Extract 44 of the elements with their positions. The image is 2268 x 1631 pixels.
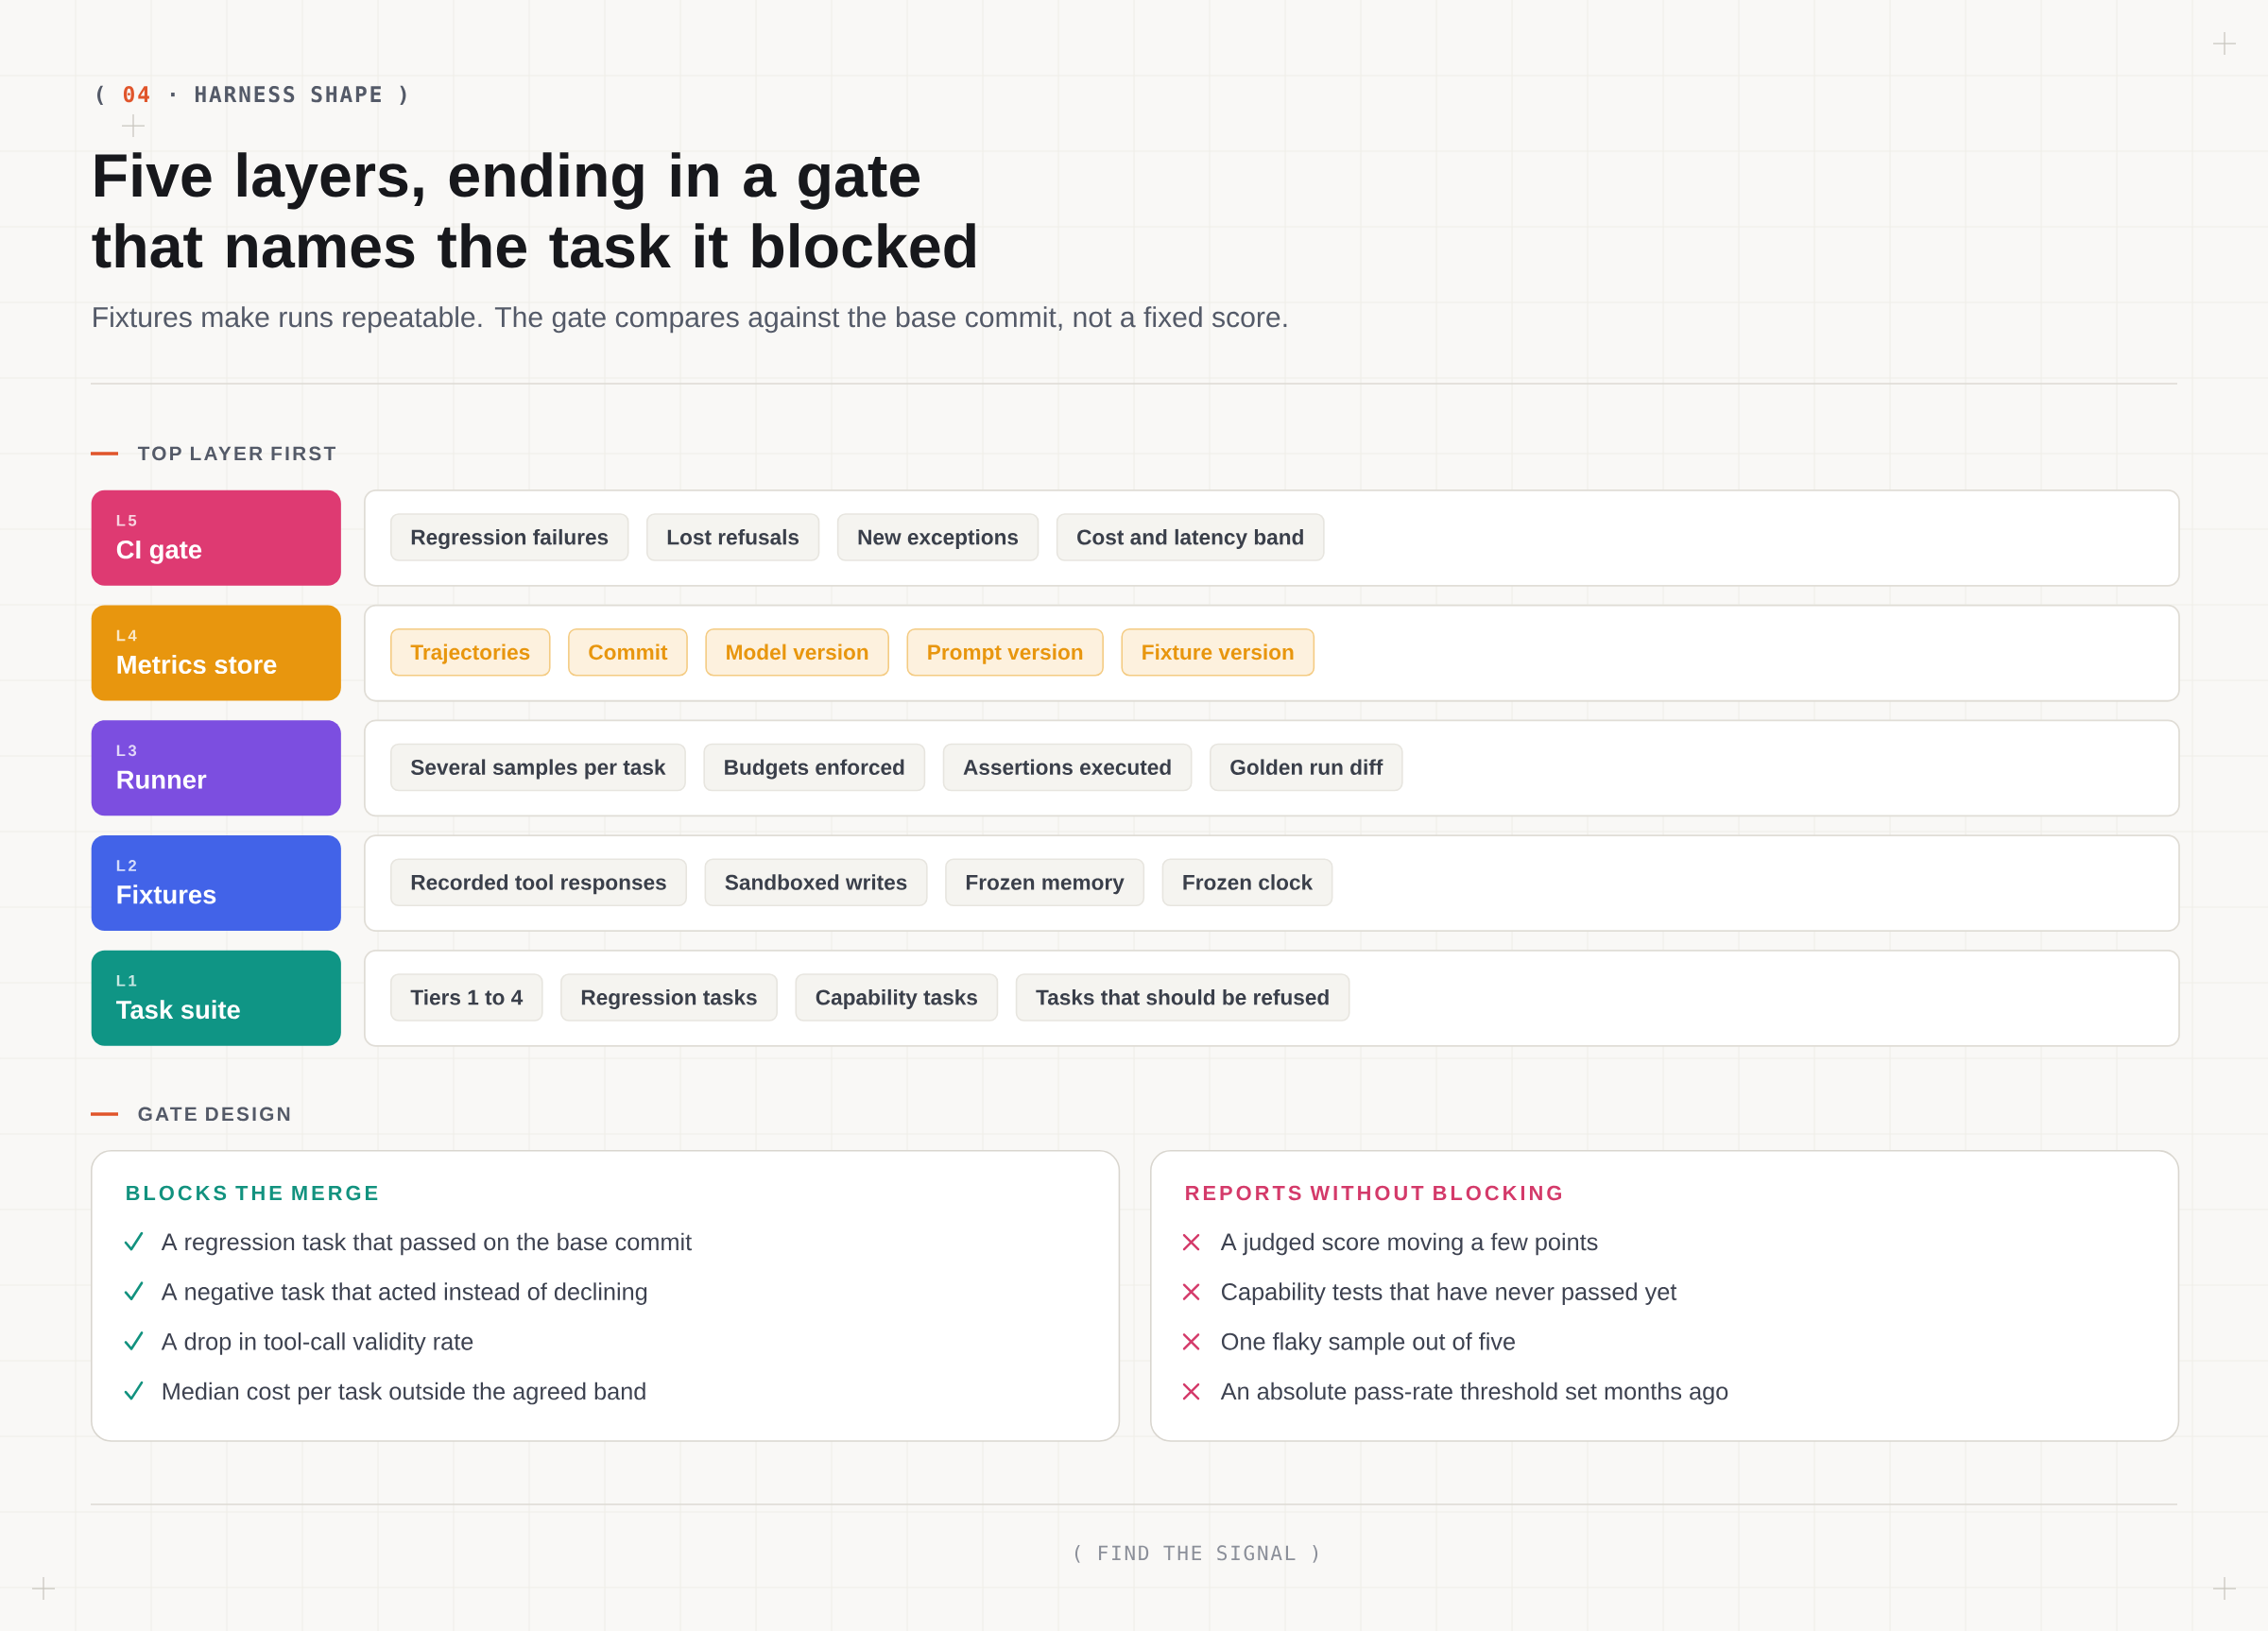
- layer-tag: L1 Task suite: [91, 950, 341, 1046]
- list-item: A regression task that passed on the base commit: [161, 1232, 692, 1256]
- tag-chip: Recorded tool responses: [390, 858, 688, 907]
- section-heading: TOP LAYER FIRST: [137, 446, 336, 461]
- tagline: ( FIND THE SIGNAL ): [1074, 1544, 1318, 1563]
- tag-chip: Several samples per task: [390, 743, 686, 792]
- tag-chip: Capability tasks: [795, 973, 999, 1022]
- tag-chip: Golden run diff: [1210, 743, 1403, 792]
- eyebrow-label: · HARNESS SHAPE ): [171, 85, 406, 106]
- list-item: A judged score moving a few points: [1220, 1232, 1598, 1256]
- layer-tag: L5 CI gate: [91, 489, 341, 586]
- subtitle: Fixtures make runs repeatable. The gate compares against the base commit, not a fixed score.: [94, 306, 1287, 334]
- tag-chip: Lost refusals: [646, 513, 820, 561]
- eyebrow-label: (: [96, 85, 104, 106]
- list-item: Median cost per task outside the agreed band: [163, 1382, 645, 1405]
- tag-chip: Sandboxed writes: [704, 858, 928, 907]
- card-heading: BLOCKS THE MERGE: [127, 1185, 378, 1201]
- tag-chip: New exceptions: [836, 513, 1040, 561]
- list-item: An absolute pass-rate threshold set months ago: [1220, 1382, 1728, 1405]
- section-number: 04: [123, 86, 149, 103]
- title: Five layers, ending in a gate that names the task it blocked: [92, 152, 975, 268]
- tag-chip: Commit: [568, 627, 688, 677]
- tag-chip: Model version: [705, 627, 889, 677]
- tag-chip: Tiers 1 to 4: [390, 973, 543, 1022]
- tag-chip: Budgets enforced: [703, 743, 926, 792]
- tag-chip: Prompt version: [906, 627, 1104, 677]
- layer-tag: L4 Metrics store: [91, 605, 341, 701]
- tag-chip: Trajectories: [390, 627, 551, 677]
- tag-chip: Cost and latency band: [1056, 513, 1325, 561]
- tag-chip: Tasks that should be refused: [1015, 973, 1350, 1022]
- layer-tag: L2 Fixtures: [91, 834, 341, 931]
- card-heading: REPORTS WITHOUT BLOCKING: [1186, 1185, 1561, 1201]
- list-item: One flaky sample out of five: [1221, 1332, 1515, 1355]
- list-item: Capability tests that have never passed yet: [1222, 1282, 1677, 1305]
- tag-chip: Fixture version: [1121, 627, 1315, 677]
- tag-chip: Frozen clock: [1161, 858, 1333, 907]
- tag-chip: Assertions executed: [942, 743, 1193, 792]
- layer-tag: L3 Runner: [91, 720, 341, 816]
- section-heading: GATE DESIGN: [138, 1107, 290, 1122]
- tag-chip: Regression tasks: [560, 973, 778, 1022]
- tag-chip: Regression failures: [390, 513, 629, 561]
- list-item: A drop in tool-call validity rate: [161, 1332, 473, 1355]
- tag-chip: Frozen memory: [945, 858, 1145, 907]
- list-item: A negative task that acted instead of declining: [161, 1282, 647, 1305]
